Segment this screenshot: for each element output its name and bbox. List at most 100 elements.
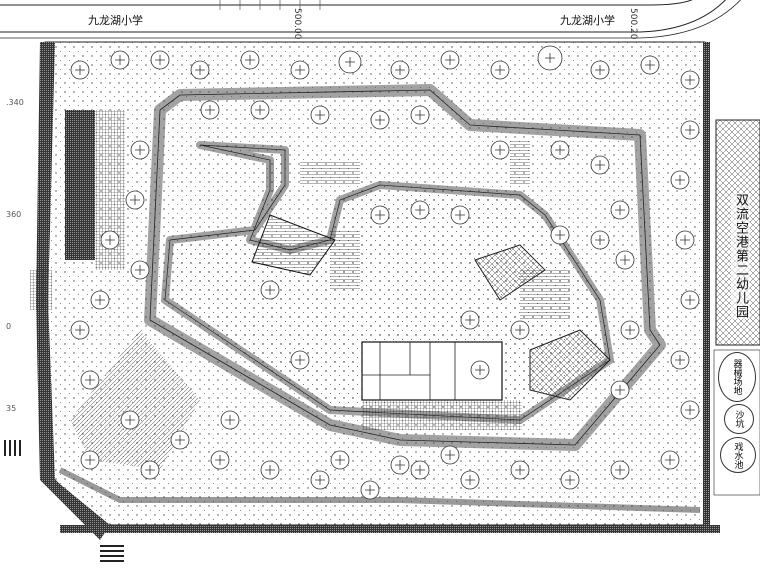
tree-center-mark (565, 475, 575, 485)
top-right-steps (510, 140, 530, 185)
tree-center-mark (85, 455, 95, 465)
tree-center-mark (495, 145, 505, 155)
tree-center-mark (465, 315, 475, 325)
left-boundary-wall (36, 42, 110, 540)
school-label-right: 九龙湖小学 (560, 14, 615, 27)
tree-center-mark (315, 110, 325, 120)
water-pool-circle: 戏水池 (720, 437, 756, 473)
tree-center-mark (495, 65, 505, 75)
tree-center-mark (685, 405, 695, 415)
tree-center-mark (145, 465, 155, 475)
tree-center-mark (685, 75, 695, 85)
tree-center-mark (265, 465, 275, 475)
water-pool-label: 戏水池 (732, 441, 743, 469)
margin-value-2: 360 (6, 210, 22, 219)
tree-center-mark (245, 55, 255, 65)
tree-center-mark (115, 55, 125, 65)
sandpit-circle: 沙坑 (724, 404, 754, 434)
tree-center-mark (445, 450, 455, 460)
tree-center-mark (455, 210, 465, 220)
margin-value-3: 0 (6, 322, 12, 331)
tree-center-mark (215, 455, 225, 465)
tree-center-mark (155, 55, 165, 65)
tree-center-mark (445, 55, 455, 65)
tree-center-mark (625, 325, 635, 335)
tree-center-mark (265, 285, 275, 295)
tree-center-mark (415, 465, 425, 475)
tree-center-mark (685, 295, 695, 305)
tree-center-mark (135, 265, 145, 275)
right-boundary-wall (703, 42, 710, 532)
tree-center-mark (620, 255, 630, 265)
tree-center-mark (415, 110, 425, 120)
tree-center-mark (645, 60, 655, 70)
tree-center-mark (685, 125, 695, 135)
left-steps (4, 440, 21, 456)
tree-center-mark (475, 365, 485, 375)
tree-center-mark (255, 105, 265, 115)
tree-center-mark (555, 230, 565, 240)
margin-value-4: 35 (6, 404, 17, 413)
tree-center-mark (515, 465, 525, 475)
tree-center-mark (125, 415, 135, 425)
trees (70, 45, 700, 500)
tree-center-mark (295, 355, 305, 365)
tree-center-mark (315, 475, 325, 485)
tree-center-mark (130, 195, 140, 205)
tree-center-mark (375, 210, 385, 220)
equipment-area-circle: 器械场地 (718, 352, 756, 402)
tree-center-mark (595, 65, 605, 75)
tree-center-mark (465, 475, 475, 485)
tree-center-mark (135, 145, 145, 155)
tree-center-mark (545, 53, 555, 63)
tree-center-mark (675, 175, 685, 185)
right-plaza-2 (529, 329, 611, 401)
sandpit-label: 沙坑 (733, 410, 744, 428)
tree-center-mark (515, 325, 525, 335)
mid-steps (330, 230, 360, 290)
tree-center-mark (555, 145, 565, 155)
stair-pavilion (251, 214, 336, 276)
elevation-right: 500.20 (628, 8, 638, 40)
tree-center-mark (595, 160, 605, 170)
left-crossing (30, 270, 52, 310)
tree-center-mark (615, 465, 625, 475)
tree-center-mark (85, 375, 95, 385)
tree-center-mark (680, 235, 690, 245)
tree-center-mark (365, 485, 375, 495)
tree-center-mark (615, 385, 625, 395)
bottom-boundary-wall (60, 525, 720, 533)
school-label-left: 九龙湖小学 (88, 14, 143, 27)
road (0, 0, 741, 39)
kindergarten-label: 双流空港第二幼儿园 (731, 193, 750, 319)
southwest-area (70, 330, 200, 470)
tree-center-mark (295, 65, 305, 75)
tree-center-mark (105, 235, 115, 245)
tree-center-mark (75, 65, 85, 75)
left-parking (65, 110, 95, 260)
bottom-steps (100, 545, 124, 562)
tree-center-mark (375, 115, 385, 125)
tree-center-mark (395, 460, 405, 470)
tree-center-mark (615, 205, 625, 215)
tree-center-mark (195, 65, 205, 75)
tree-center-mark (335, 455, 345, 465)
right-plaza (474, 244, 546, 301)
tree-center-mark (415, 205, 425, 215)
tree-center-mark (205, 105, 215, 115)
top-steps (300, 160, 360, 185)
tree-center-mark (345, 57, 355, 67)
equipment-area-label: 器械场地 (731, 359, 742, 395)
tree-center-mark (665, 455, 675, 465)
margin-value-1: .340 (6, 98, 24, 107)
building (361, 341, 522, 430)
tree-center-mark (395, 65, 405, 75)
tree-center-mark (95, 295, 105, 305)
elevation-left: 500.00 (292, 8, 302, 40)
tree-center-mark (595, 235, 605, 245)
tree-center-mark (225, 415, 235, 425)
tree-center-mark (675, 355, 685, 365)
south-path (58, 467, 701, 513)
